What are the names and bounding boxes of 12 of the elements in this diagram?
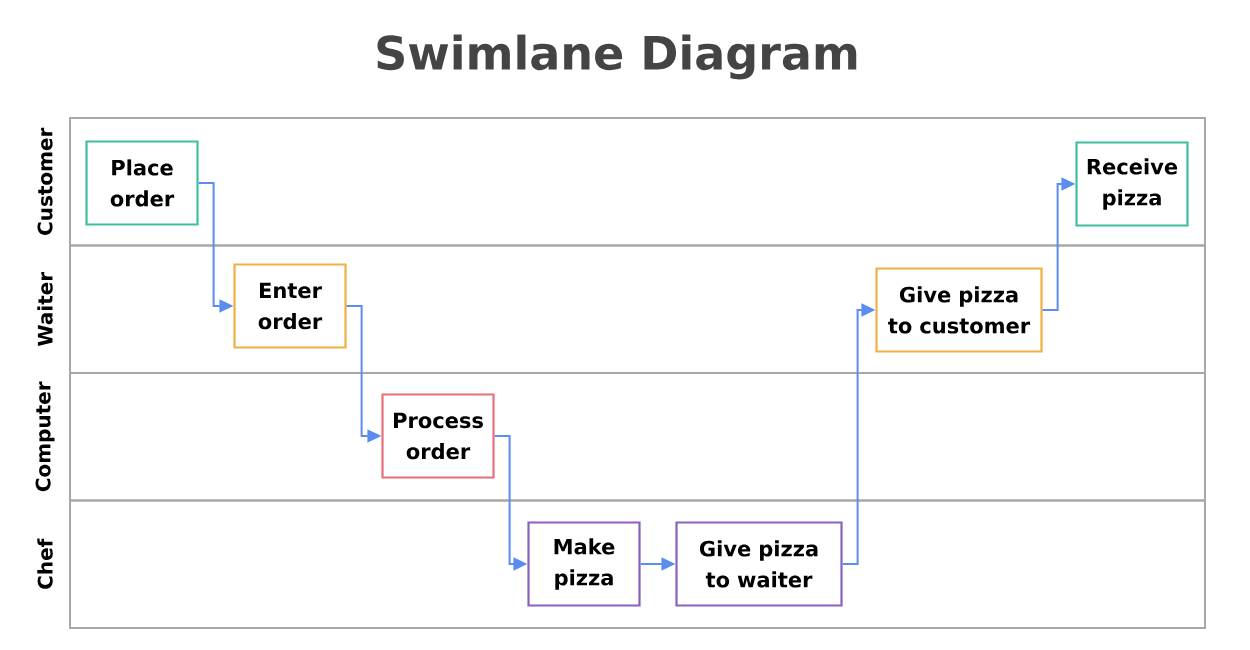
process-box: Give pizza to waiter [675, 521, 843, 607]
process-box: Enter order [233, 263, 347, 349]
title: Swimlane Diagram [377, 34, 857, 80]
process-box: Make pizza [527, 521, 641, 607]
node-label: Customer [37, 127, 53, 235]
node-label: Computer [35, 381, 55, 492]
process-box: Place order [85, 140, 199, 226]
process-box: Process order [381, 393, 495, 479]
process-box: Give pizza to customer [875, 267, 1043, 353]
process-box: Receive pizza [1075, 141, 1189, 227]
node-label: Chef [37, 538, 53, 589]
node-label: Waiter [37, 271, 53, 346]
